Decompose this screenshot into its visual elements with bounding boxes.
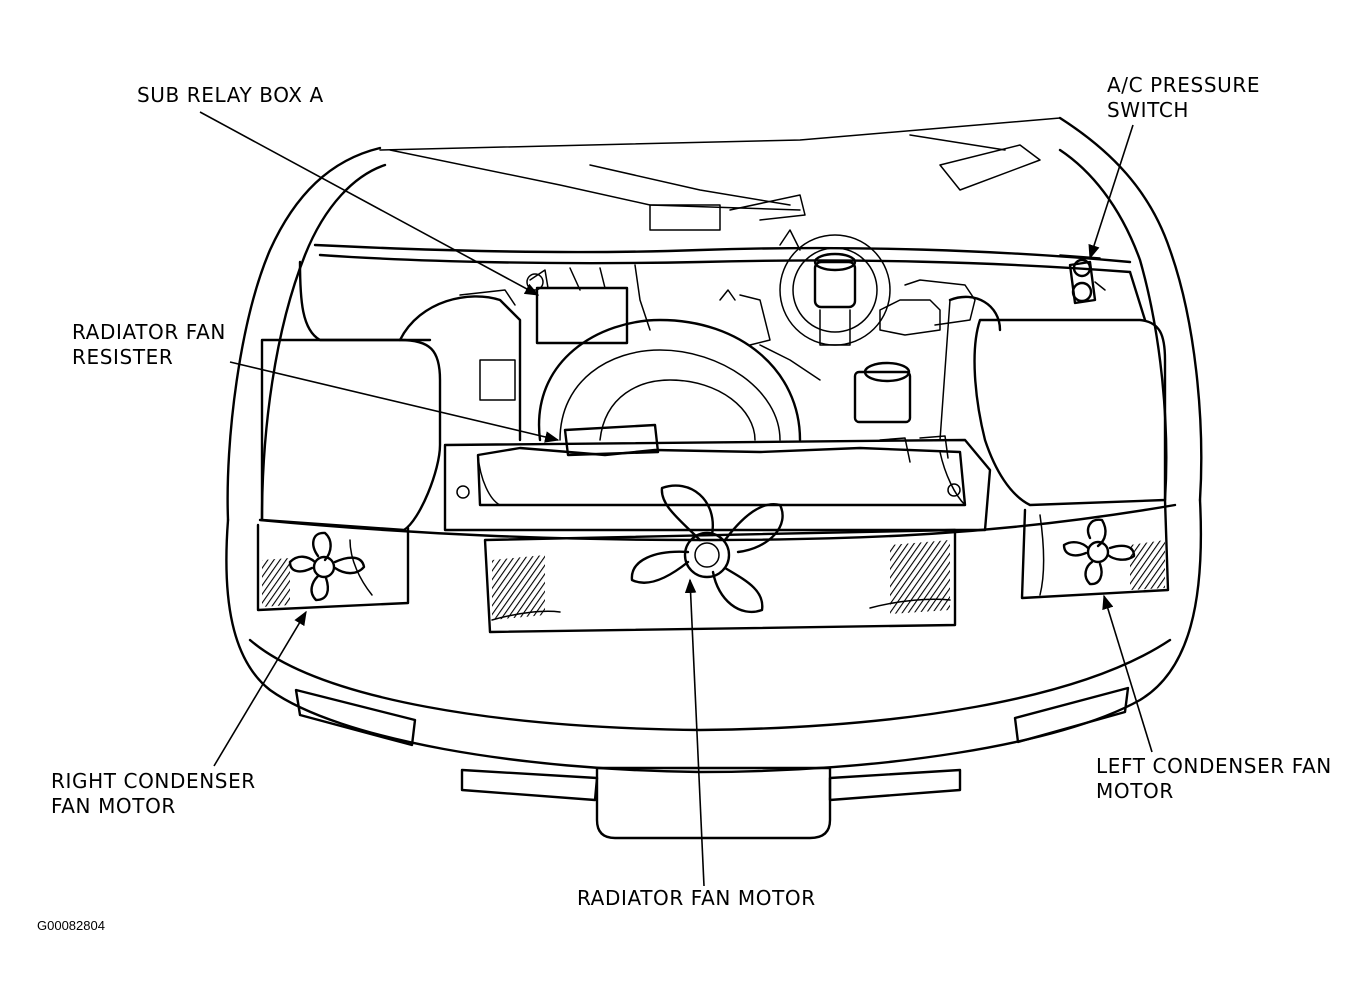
label-right-condenser-fan-motor: RIGHT CONDENSER FAN MOTOR (51, 769, 256, 818)
radiator-core-support (258, 435, 1177, 542)
label-ac-pressure-switch: A/C PRESSURE SWITCH (1107, 73, 1261, 122)
radiator-fan (630, 484, 784, 613)
engine-components (719, 229, 976, 424)
label-left-condenser-fan-motor: LEFT CONDENSER FAN MOTOR (1096, 754, 1332, 803)
label-radiator-fan-resister: RADIATOR FAN RESISTER (72, 320, 226, 369)
side-ducts (260, 289, 1167, 532)
label-radiator-fan-motor: RADIATOR FAN MOTOR (577, 886, 816, 910)
leader-right-condenser-fan (213, 610, 307, 767)
left-condenser-fan (1020, 498, 1170, 600)
car-body-outline (225, 116, 1203, 840)
radiator-grille (483, 528, 957, 634)
label-sub-relay-box-a: SUB RELAY BOX A (137, 83, 324, 107)
leader-radiator-fan-motor (684, 578, 705, 887)
leader-sub-relay-box (199, 111, 540, 296)
leader-left-condenser-fan (1102, 594, 1153, 753)
leader-ac-pressure-switch (1088, 124, 1134, 260)
radiator-fan-shroud (537, 318, 802, 457)
sub-relay-box-a (526, 264, 651, 345)
right-condenser-fan (256, 523, 410, 612)
leader-radiator-fan-resister (229, 361, 560, 443)
leader-lines (199, 111, 1153, 887)
figure-id: G00082804 (37, 918, 105, 933)
cowl-panel (298, 243, 1147, 342)
ac-pressure-switch-component (1059, 254, 1106, 305)
